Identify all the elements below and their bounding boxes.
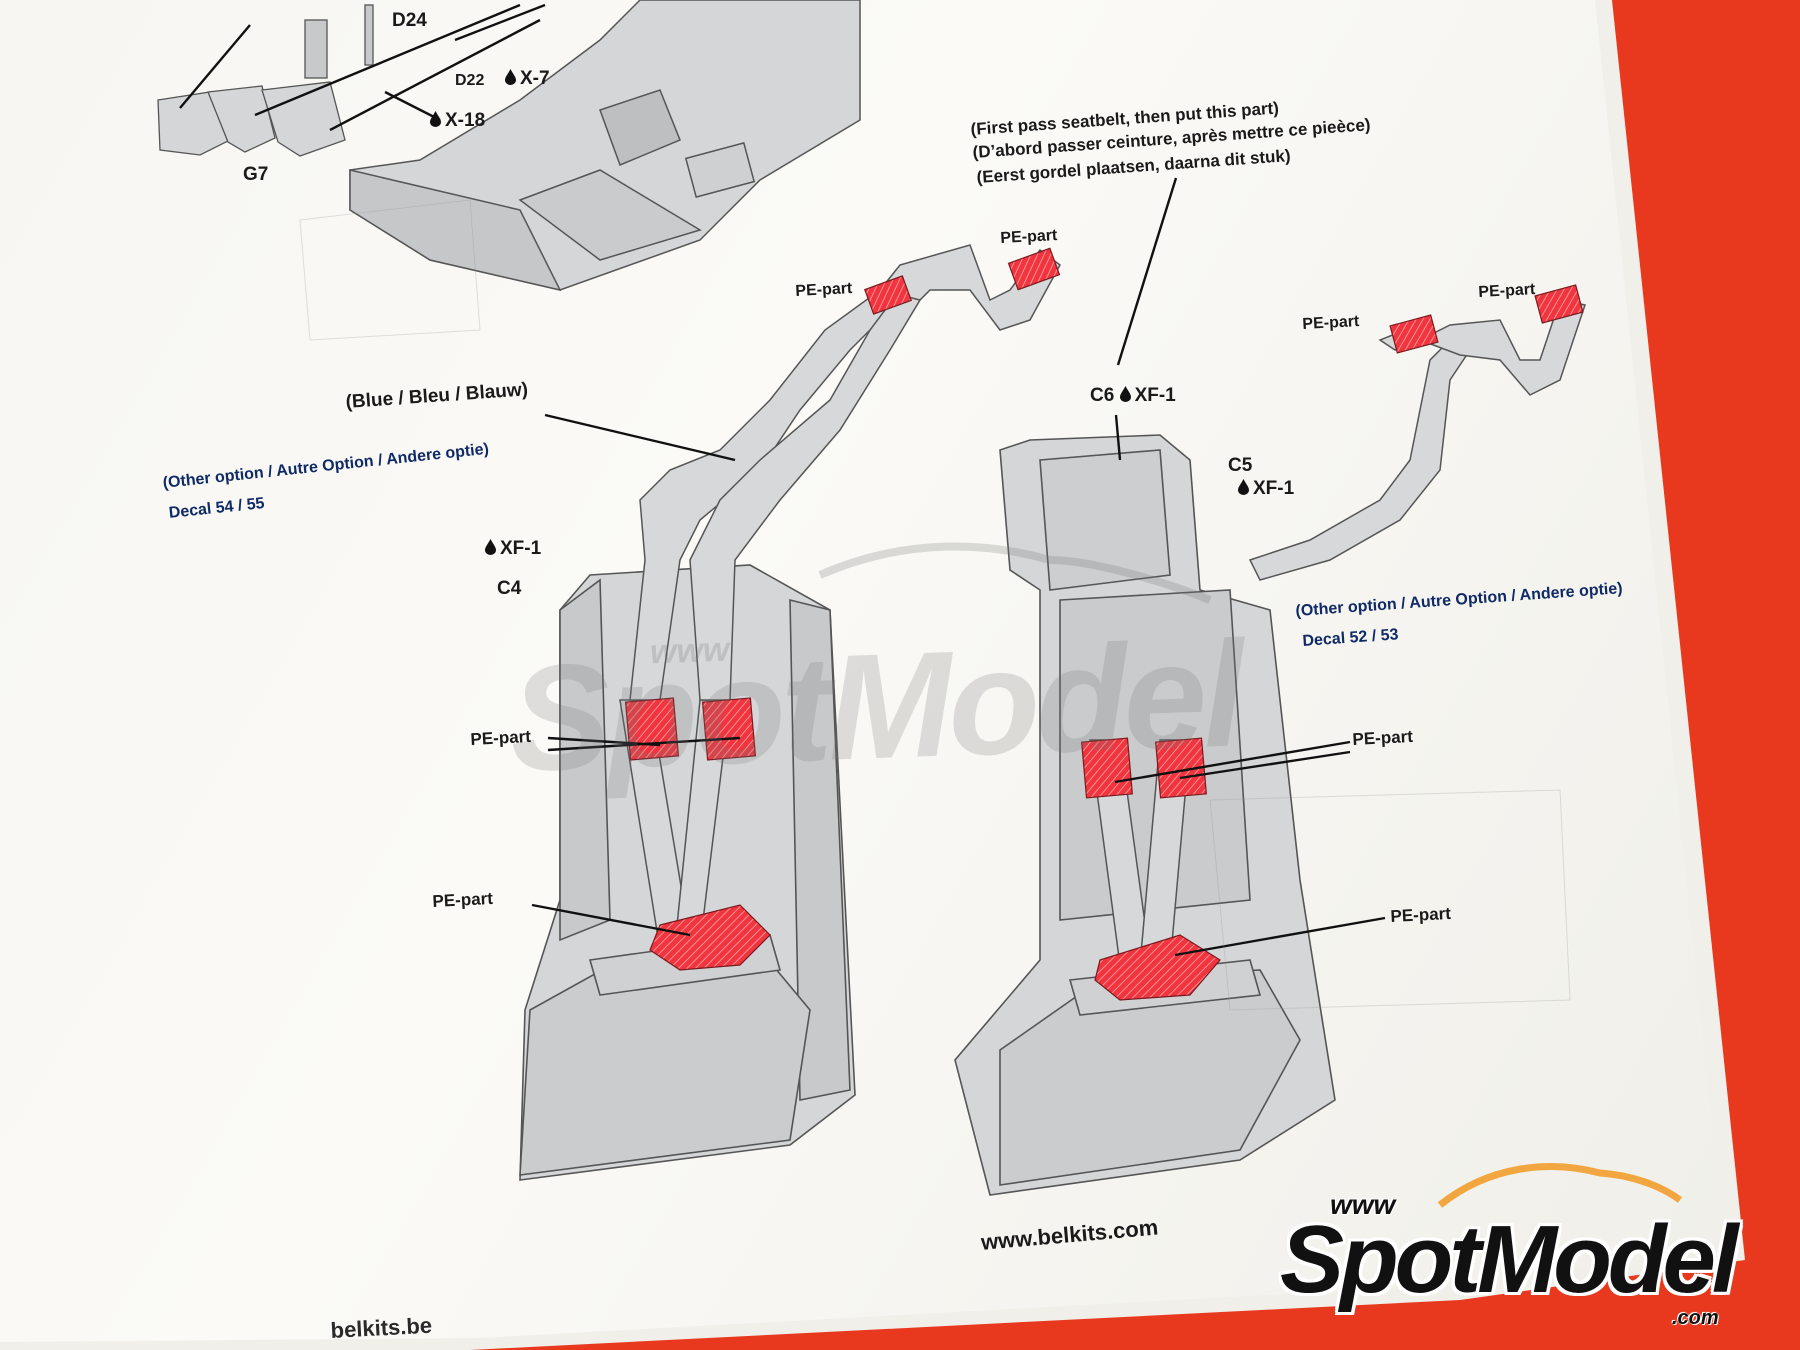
label-d24: D24 — [392, 10, 427, 31]
seat-c4-pe-parts — [624, 247, 1061, 971]
label-x18: X-18 — [430, 110, 485, 132]
label-c5: C5 — [1228, 455, 1253, 476]
seat-c4 — [519, 564, 856, 1181]
spotmodel-logo: www SpotModel .com — [1280, 1163, 1760, 1335]
part-g7-arrows — [179, 3, 546, 132]
label-pe-part: PE-part — [1000, 227, 1058, 247]
label-pe-part: PE-part — [432, 888, 494, 911]
label-xf1-text: XF-1 — [1253, 478, 1295, 499]
seat-c5-pe-parts — [1080, 284, 1584, 1001]
paint-drop-icon — [505, 69, 516, 85]
watermark-brand-faint: SpotModel — [507, 609, 1244, 803]
paint-drop-icon — [1238, 479, 1249, 495]
print-through-marks — [299, 199, 1571, 1011]
label-pe-part: PE-part — [470, 726, 532, 749]
label-x7-text: X-7 — [520, 68, 550, 89]
label-pe-part: PE-part — [1478, 281, 1536, 301]
chassis-floor — [349, 0, 861, 292]
label-pe-part: PE-part — [1390, 903, 1452, 926]
paint-drop-icon — [1119, 386, 1131, 402]
footer-url-be: belkits.be — [330, 1312, 433, 1343]
seat-c4-belts — [619, 244, 1061, 951]
logo-car-swoosh-icon — [1437, 1163, 1683, 1208]
paint-drop-icon — [430, 111, 441, 127]
label-c6-xf1: C6 XF-1 — [1090, 385, 1176, 407]
label-c6-text: C6 — [1090, 385, 1115, 406]
label-pe-part: PE-part — [1352, 726, 1414, 749]
label-c4: C4 — [497, 578, 522, 599]
logo-brand: SpotModel — [1280, 1206, 1739, 1313]
logo-com: .com — [1672, 1307, 1719, 1329]
label-xf1-c5: XF-1 — [1238, 478, 1294, 500]
label-pe-part: PE-part — [1302, 313, 1360, 333]
label-xf1-text: XF-1 — [500, 538, 542, 559]
label-xf1-c4: XF-1 — [485, 538, 541, 560]
label-g7: G7 — [243, 164, 269, 185]
leader-lines — [531, 177, 1386, 957]
watermark-car-outline — [818, 542, 1212, 604]
label-pe-part: PE-part — [795, 280, 853, 300]
label-x18-text: X-18 — [445, 110, 486, 131]
part-g7-group — [157, 4, 374, 157]
logo-www: www — [1330, 1189, 1396, 1220]
label-x7: X-7 — [505, 68, 550, 90]
paint-drop-icon — [485, 539, 496, 555]
label-xf1-text: XF-1 — [1134, 385, 1176, 406]
label-d22: D22 — [455, 72, 485, 89]
